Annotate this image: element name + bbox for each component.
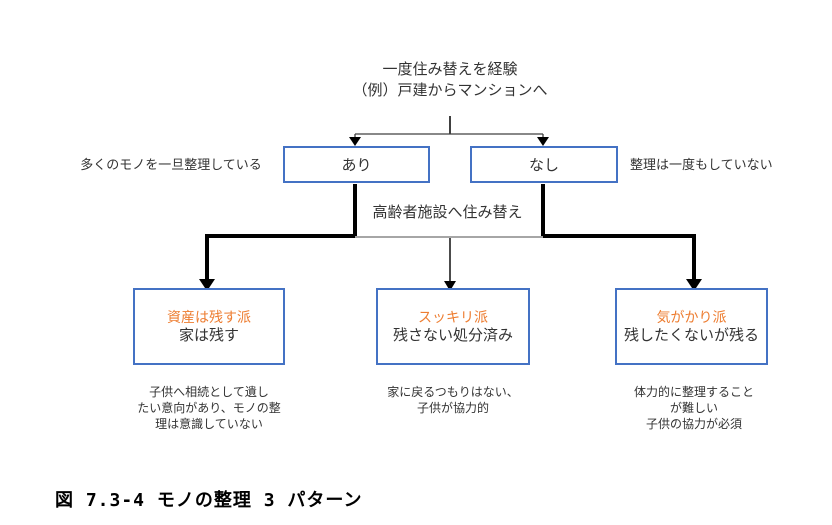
top-note-line2: （例）戸建からマンションへ <box>352 82 548 99</box>
choice-box-ari-label: あり <box>341 157 372 174</box>
top-note: 一度住み替えを経験 （例）戸建からマンションへ <box>300 59 600 101</box>
pattern-description-sukkiri: 家に戻るつもりはない、 子供が協力的 <box>387 385 519 415</box>
pattern-box-kigakari-subtitle: 残したくないが残る <box>623 326 759 344</box>
thick-right-branch-line <box>541 184 696 280</box>
arrowhead-into-ari-box <box>349 137 361 146</box>
pattern-description-kigakari: 体力的に整理すること が難しい 子供の協力が必須 <box>633 385 754 431</box>
arrowhead-into-nashi-box <box>537 137 549 146</box>
pattern-description-shisan: 子供へ相続として遺し たい意向があり、モノの整 理は意識していない <box>137 385 281 431</box>
choice-box-nashi-label: なし <box>528 157 559 174</box>
pattern-box-sukkiri: スッキリ派 残さない処分済み <box>376 288 530 365</box>
pattern-box-sukkiri-subtitle: 残さない処分済み <box>392 326 513 344</box>
choice-box-ari: あり <box>283 146 430 183</box>
choice-box-nashi: なし <box>470 146 618 183</box>
figure-caption: 図 7.3-4 モノの整理 3 パターン <box>55 490 363 511</box>
top-note-line1: 一度住み替えを経験 <box>382 61 518 78</box>
pattern-box-shisan: 資産は残す派 家は残す <box>133 288 285 365</box>
pattern-box-shisan-title: 資産は残す派 <box>167 308 251 325</box>
thick-left-branch-line <box>205 184 357 280</box>
pattern-box-kigakari-title: 気がかり派 <box>656 308 727 325</box>
left-branch-annotation: 多くのモノを一旦整理している <box>80 157 262 172</box>
pattern-box-sukkiri-title: スッキリ派 <box>418 308 488 325</box>
pattern-box-shisan-subtitle: 家は残す <box>178 326 239 344</box>
right-branch-annotation: 整理は一度もしていない <box>630 157 773 172</box>
pattern-box-kigakari: 気がかり派 残したくないが残る <box>615 288 768 365</box>
middle-transition-label: 高齢者施設へ住み替え <box>372 204 523 221</box>
